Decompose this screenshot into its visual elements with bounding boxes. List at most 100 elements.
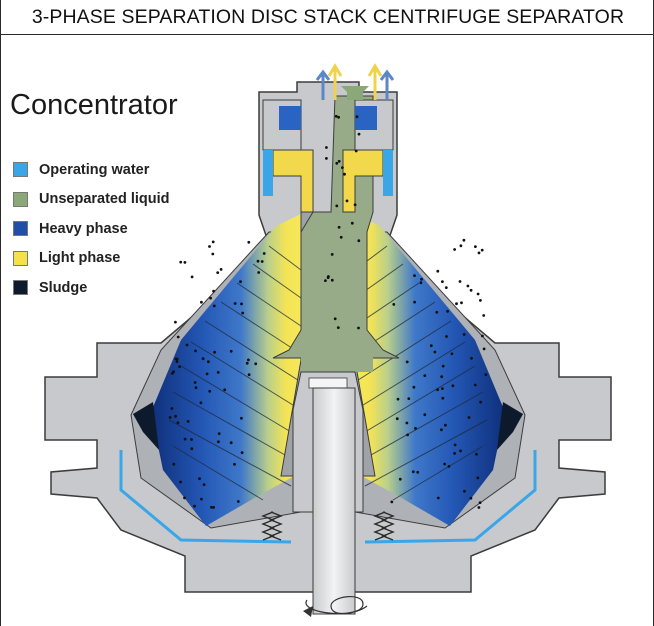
particle-dot bbox=[233, 462, 236, 466]
particle-dot bbox=[209, 296, 213, 300]
particle-dot bbox=[444, 286, 448, 289]
right-separation-chamber bbox=[351, 212, 505, 526]
particle-dot bbox=[200, 300, 203, 304]
particle-dot bbox=[223, 388, 227, 392]
particle-dot bbox=[446, 309, 449, 313]
particle-dot bbox=[216, 271, 220, 274]
particle-dot bbox=[353, 203, 357, 207]
particle-dot bbox=[233, 302, 237, 305]
particle-dot bbox=[176, 421, 180, 425]
particle-dot bbox=[436, 269, 440, 273]
particle-dot bbox=[395, 417, 399, 421]
particle-dot bbox=[194, 349, 197, 353]
particle-dot bbox=[217, 440, 220, 444]
particle-dot bbox=[436, 388, 439, 392]
particle-dot bbox=[247, 373, 251, 377]
particle-dot bbox=[241, 311, 245, 315]
particle-dot bbox=[334, 114, 338, 118]
particle-dot bbox=[460, 301, 463, 305]
particle-dot bbox=[216, 371, 220, 374]
particle-dot bbox=[355, 115, 359, 119]
particle-dot bbox=[414, 427, 417, 430]
particle-dot bbox=[479, 400, 482, 404]
particle-dot bbox=[327, 275, 330, 278]
particle-dot bbox=[398, 477, 402, 481]
legend-swatch bbox=[13, 162, 28, 178]
particle-dot bbox=[201, 357, 205, 361]
particle-dot bbox=[462, 333, 466, 336]
particle-dot bbox=[463, 489, 466, 493]
particle-dot bbox=[211, 252, 215, 256]
particle-dot bbox=[174, 414, 178, 418]
legend-label: Heavy phase bbox=[39, 220, 128, 237]
particle-dot bbox=[469, 496, 473, 500]
particle-dot bbox=[484, 373, 488, 376]
particle-dot bbox=[176, 335, 180, 339]
operating-water-channel bbox=[119, 450, 537, 544]
legend-item-unseparated-liquid: Unseparated liquid bbox=[13, 185, 170, 215]
particle-dot bbox=[245, 361, 249, 365]
particle-dot bbox=[478, 501, 482, 504]
particle-dot bbox=[405, 360, 409, 364]
particle-dot bbox=[175, 360, 179, 363]
particle-dot bbox=[335, 204, 339, 208]
particle-dot bbox=[423, 374, 427, 377]
particle-dot bbox=[336, 326, 340, 329]
particle-dot bbox=[413, 300, 416, 304]
legend: Operating water Unseparated liquid Heavy… bbox=[13, 155, 170, 303]
particle-dot bbox=[479, 299, 482, 302]
title-banner: 3-PHASE SEPARATION DISC STACK CENTRIFUGE… bbox=[1, 0, 653, 35]
particle-dot bbox=[462, 238, 466, 242]
particle-dot bbox=[240, 451, 244, 454]
particle-dot bbox=[467, 416, 471, 419]
particle-dot bbox=[200, 497, 203, 501]
particle-dot bbox=[212, 304, 216, 308]
legend-item-light-phase: Light phase bbox=[13, 244, 170, 274]
particle-dot bbox=[262, 252, 266, 255]
left-sludge-pocket bbox=[133, 402, 159, 450]
particle-dot bbox=[357, 326, 360, 330]
particle-dot bbox=[406, 433, 409, 437]
particle-dot bbox=[202, 483, 206, 486]
particle-dot bbox=[212, 289, 216, 293]
particle-dot bbox=[207, 360, 210, 364]
particle-dot bbox=[339, 235, 343, 239]
particle-dot bbox=[459, 449, 462, 453]
particle-dot bbox=[179, 480, 183, 484]
particle-dot bbox=[190, 447, 194, 451]
particle-dot bbox=[330, 253, 334, 256]
particle-dot bbox=[451, 384, 455, 388]
particle-dot bbox=[199, 401, 203, 405]
particle-dot bbox=[441, 280, 444, 283]
legend-label: Light phase bbox=[39, 250, 121, 267]
particle-dot bbox=[392, 303, 396, 306]
particle-dot bbox=[229, 441, 233, 445]
diagram-subtitle: Concentrator bbox=[10, 89, 178, 121]
particle-dot bbox=[482, 347, 486, 351]
page-title: 3-PHASE SEPARATION DISC STACK CENTRIFUGE… bbox=[31, 5, 625, 28]
particle-dot bbox=[183, 496, 186, 500]
particle-dot bbox=[443, 462, 446, 466]
particle-dot bbox=[416, 470, 420, 474]
particle-dot bbox=[441, 396, 445, 400]
particle-dot bbox=[477, 251, 481, 255]
particle-dot bbox=[455, 302, 458, 306]
particle-dot bbox=[481, 334, 484, 338]
particle-dot bbox=[208, 389, 212, 393]
particle-dot bbox=[354, 149, 358, 153]
particle-dot bbox=[229, 349, 233, 353]
particle-dot bbox=[208, 245, 211, 248]
particle-dot bbox=[423, 413, 427, 417]
particle-dot bbox=[337, 225, 341, 229]
particle-dot bbox=[335, 161, 339, 165]
particle-dot bbox=[174, 357, 178, 361]
particle-dot bbox=[405, 421, 409, 425]
particle-dot bbox=[453, 248, 456, 251]
particle-dot bbox=[247, 358, 250, 362]
particle-dot bbox=[183, 261, 187, 264]
particle-dot bbox=[475, 452, 478, 456]
particle-dot bbox=[324, 279, 327, 282]
particle-dot bbox=[239, 280, 242, 284]
